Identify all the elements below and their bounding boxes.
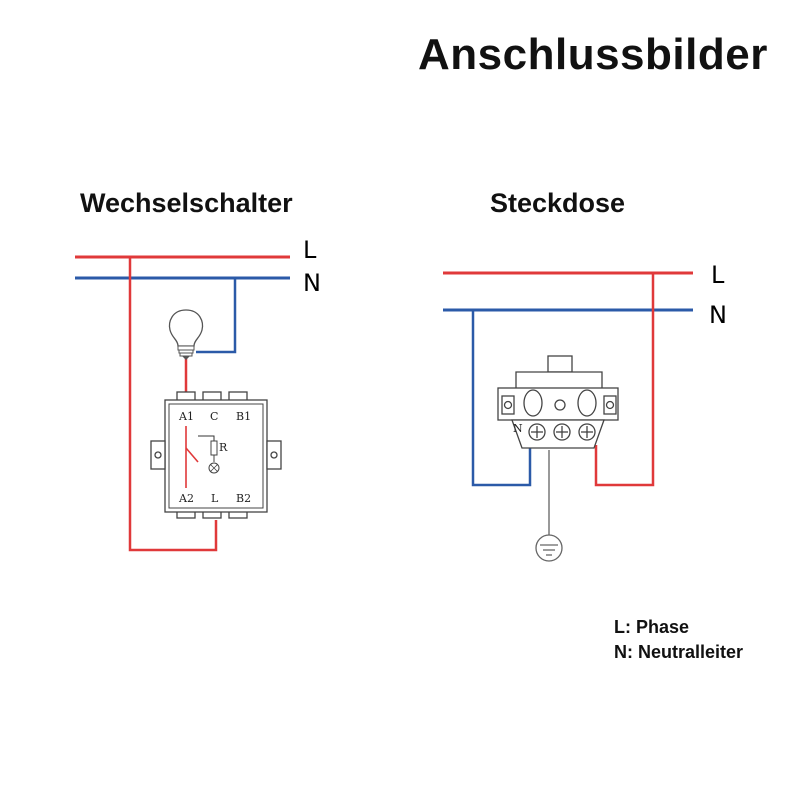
terminal-a2-label: A2 bbox=[178, 492, 194, 505]
legend-phase: L: Phase bbox=[614, 617, 690, 637]
earth-ground-icon bbox=[535, 534, 563, 562]
switch-device-icon bbox=[150, 391, 282, 519]
terminal-b2-label: B2 bbox=[236, 492, 251, 505]
socket-phase-wire bbox=[594, 273, 655, 487]
terminal-l-label: L bbox=[211, 492, 219, 505]
page-title: Anschlussbilder bbox=[418, 30, 768, 79]
switch-l-label: L bbox=[303, 236, 317, 264]
socket-l-label: L bbox=[711, 261, 725, 289]
switch-phase-wire bbox=[128, 257, 218, 552]
terminal-c-label: C bbox=[210, 410, 218, 423]
terminal-r-label: R bbox=[219, 441, 228, 454]
terminal-a1-label: A1 bbox=[178, 410, 194, 423]
switch-diagram: L N bbox=[75, 236, 321, 552]
legend-neutral: N: Neutralleiter bbox=[614, 642, 744, 662]
socket-diagram: L N bbox=[443, 261, 727, 562]
switch-n-label: N bbox=[303, 269, 321, 297]
terminal-b1-label: B1 bbox=[236, 410, 251, 423]
socket-diagram-heading: Steckdose bbox=[490, 188, 626, 218]
switch-diagram-heading: Wechselschalter bbox=[80, 188, 293, 218]
light-bulb-icon bbox=[168, 309, 204, 360]
switch-neutral-wire bbox=[196, 278, 237, 354]
socket-neutral-wire bbox=[471, 310, 532, 487]
socket-n-label: N bbox=[709, 301, 727, 329]
socket-device-icon bbox=[497, 355, 619, 449]
socket-terminal-n-label: N bbox=[513, 422, 523, 435]
